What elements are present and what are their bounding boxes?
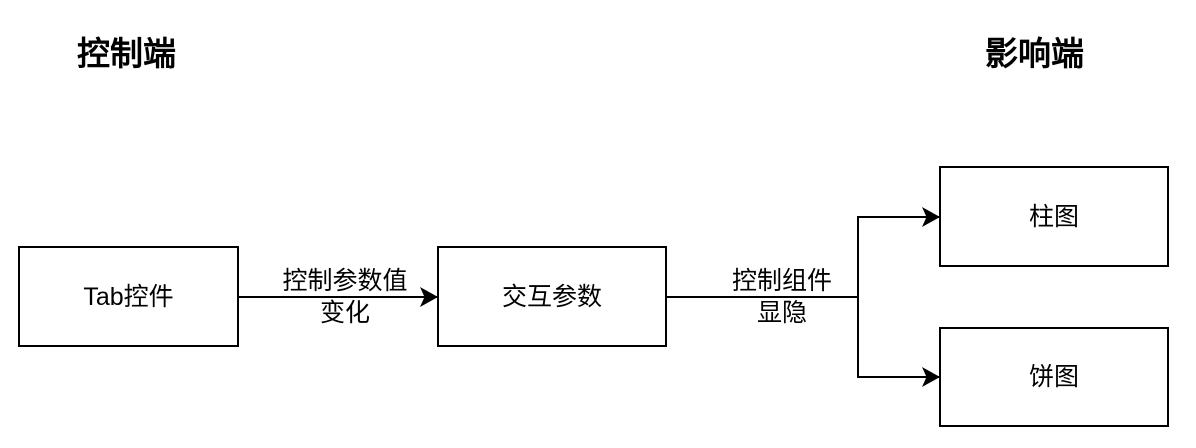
node-interaction-param: 交互参数 xyxy=(437,246,667,347)
edge-label-param-change: 控制参数值 变化 xyxy=(245,265,445,329)
edge-label-param-change-line1: 控制参数值 xyxy=(282,267,408,295)
control-side-title: 控制端 xyxy=(77,35,176,72)
edge-label-visibility-line1: 控制组件 xyxy=(731,267,832,295)
node-tab-control: Tab控件 xyxy=(18,246,239,347)
node-pie-chart-label: 饼图 xyxy=(1028,363,1079,391)
node-bar-chart: 柱图 xyxy=(939,166,1169,267)
edge-label-visibility-line2: 显隐 xyxy=(756,299,807,327)
node-interaction-param-label: 交互参数 xyxy=(501,282,602,311)
affected-side-title: 影响端 xyxy=(985,35,1084,72)
node-bar-chart-label: 柱图 xyxy=(1028,202,1079,231)
edge-label-visibility: 控制组件 显隐 xyxy=(682,265,882,329)
edge-label-param-change-line2: 变化 xyxy=(319,299,370,327)
node-tab-control-label: Tab控件 xyxy=(83,282,174,311)
node-pie-chart: 饼图 xyxy=(939,327,1169,427)
